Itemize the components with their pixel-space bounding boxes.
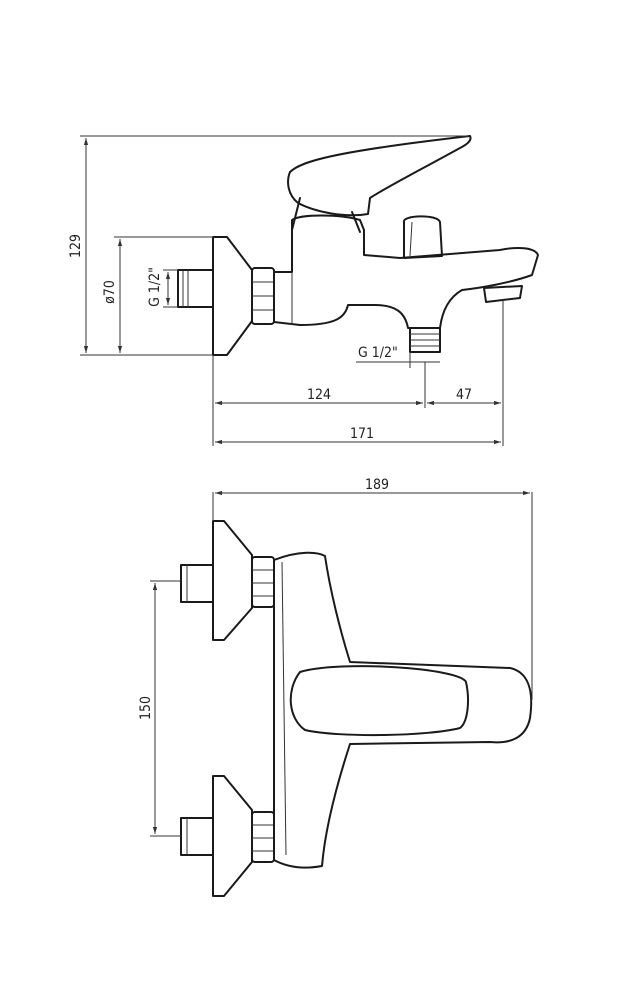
lower-nut — [251, 811, 275, 863]
dim-length-171: 171 — [350, 426, 374, 442]
spout-aerator — [483, 285, 523, 303]
dim-wall-thread: G 1/2" — [147, 267, 163, 307]
dim-spacing-150: 150 — [138, 696, 154, 720]
dim-diameter-70: ø70 — [102, 280, 118, 304]
dim-outlet-thread: G 1/2" — [358, 345, 398, 361]
diverter-knob — [403, 215, 443, 259]
dim-height-129: 129 — [68, 234, 84, 258]
upper-inlet-thread — [180, 564, 214, 603]
dim-length-124: 124 — [307, 387, 331, 403]
top-view — [180, 520, 533, 897]
top-lever — [289, 665, 469, 737]
wall-flange — [212, 236, 253, 356]
upper-nut — [251, 556, 275, 608]
wall-inlet-thread — [177, 269, 214, 308]
top-flange-lower — [212, 775, 253, 897]
dim-length-47: 47 — [456, 387, 472, 403]
lever-handle — [287, 135, 472, 217]
dim-length-189: 189 — [365, 477, 389, 493]
side-view-dimensions: 129 ø70 G 1/2" G 1/2" 124 47 171 — [68, 135, 504, 446]
lower-inlet-thread — [180, 817, 214, 856]
top-body — [273, 551, 533, 869]
top-flange-upper — [212, 520, 253, 641]
side-view — [177, 135, 539, 356]
top-view-dimensions: 189 150 — [138, 477, 533, 837]
mixer-body — [273, 214, 539, 329]
